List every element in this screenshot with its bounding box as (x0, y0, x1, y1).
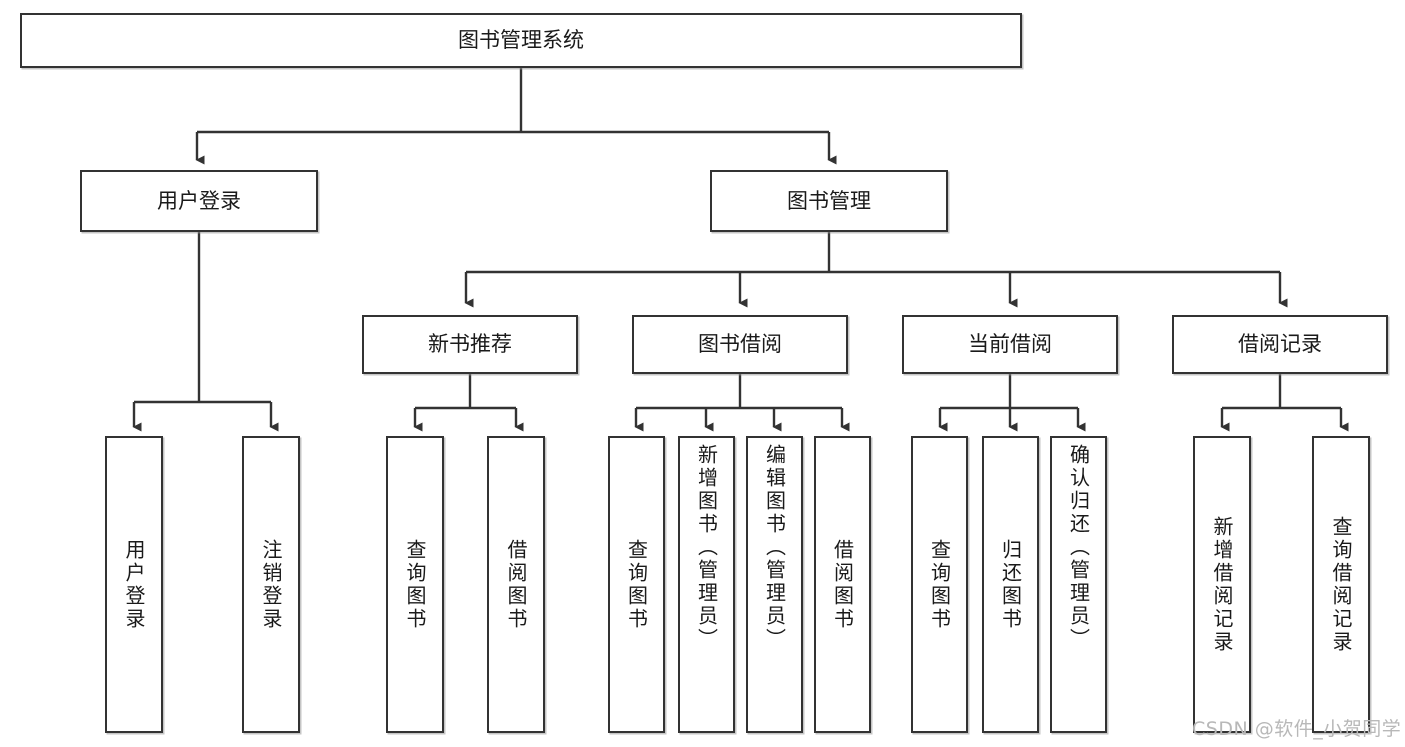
node-borrow-record-label: 借阅记录 (1238, 332, 1322, 357)
node-root[interactable]: 图书管理系统 (20, 13, 1022, 68)
node-user-login-label: 用户登录 (157, 188, 241, 213)
node-leaf-user-login[interactable]: 用户登录 (105, 436, 163, 733)
node-leaf-add-record-label: 新增借阅记录 (1210, 515, 1234, 654)
node-leaf-add-record[interactable]: 新增借阅记录 (1193, 436, 1251, 733)
node-leaf-add-book-label: 新增图书（管理员） (694, 444, 719, 651)
node-leaf-logout-label: 注销登录 (259, 538, 283, 631)
node-new-book-recommend-label: 新书推荐 (428, 332, 512, 357)
node-root-label: 图书管理系统 (458, 28, 584, 53)
node-borrow-record[interactable]: 借阅记录 (1172, 315, 1388, 374)
node-leaf-query-book-1[interactable]: 查询图书 (386, 436, 444, 733)
node-leaf-logout[interactable]: 注销登录 (242, 436, 300, 733)
node-leaf-borrow-book-2-label: 借阅图书 (830, 538, 855, 631)
node-leaf-add-book[interactable]: 新增图书（管理员） (678, 436, 735, 733)
node-book-borrow[interactable]: 图书借阅 (632, 315, 848, 374)
node-leaf-borrow-book-2[interactable]: 借阅图书 (814, 436, 871, 733)
node-leaf-confirm-return-label: 确认归还（管理员） (1066, 444, 1091, 651)
node-book-borrow-label: 图书借阅 (698, 332, 782, 357)
node-user-login[interactable]: 用户登录 (80, 170, 318, 232)
node-leaf-return-book[interactable]: 归还图书 (982, 436, 1039, 733)
node-leaf-edit-book-label: 编辑图书（管理员） (762, 444, 787, 651)
node-leaf-query-book-3-label: 查询图书 (927, 538, 952, 631)
node-leaf-query-book-2[interactable]: 查询图书 (608, 436, 665, 733)
node-leaf-borrow-book-1[interactable]: 借阅图书 (487, 436, 545, 733)
node-leaf-query-book-1-label: 查询图书 (403, 538, 427, 631)
node-leaf-confirm-return[interactable]: 确认归还（管理员） (1050, 436, 1107, 733)
node-leaf-return-book-label: 归还图书 (998, 538, 1023, 631)
node-leaf-edit-book[interactable]: 编辑图书（管理员） (746, 436, 803, 733)
node-leaf-query-book-2-label: 查询图书 (624, 538, 649, 631)
node-leaf-query-record[interactable]: 查询借阅记录 (1312, 436, 1370, 733)
node-leaf-borrow-book-1-label: 借阅图书 (504, 538, 528, 631)
node-leaf-query-book-3[interactable]: 查询图书 (911, 436, 968, 733)
node-new-book-recommend[interactable]: 新书推荐 (362, 315, 578, 374)
node-book-manage[interactable]: 图书管理 (710, 170, 948, 232)
node-leaf-user-login-label: 用户登录 (122, 538, 146, 631)
node-current-borrow[interactable]: 当前借阅 (902, 315, 1118, 374)
node-leaf-query-record-label: 查询借阅记录 (1329, 515, 1353, 654)
node-current-borrow-label: 当前借阅 (968, 332, 1052, 357)
watermark: CSDN @软件_小贺同学 (1192, 718, 1402, 740)
node-book-manage-label: 图书管理 (787, 188, 871, 213)
